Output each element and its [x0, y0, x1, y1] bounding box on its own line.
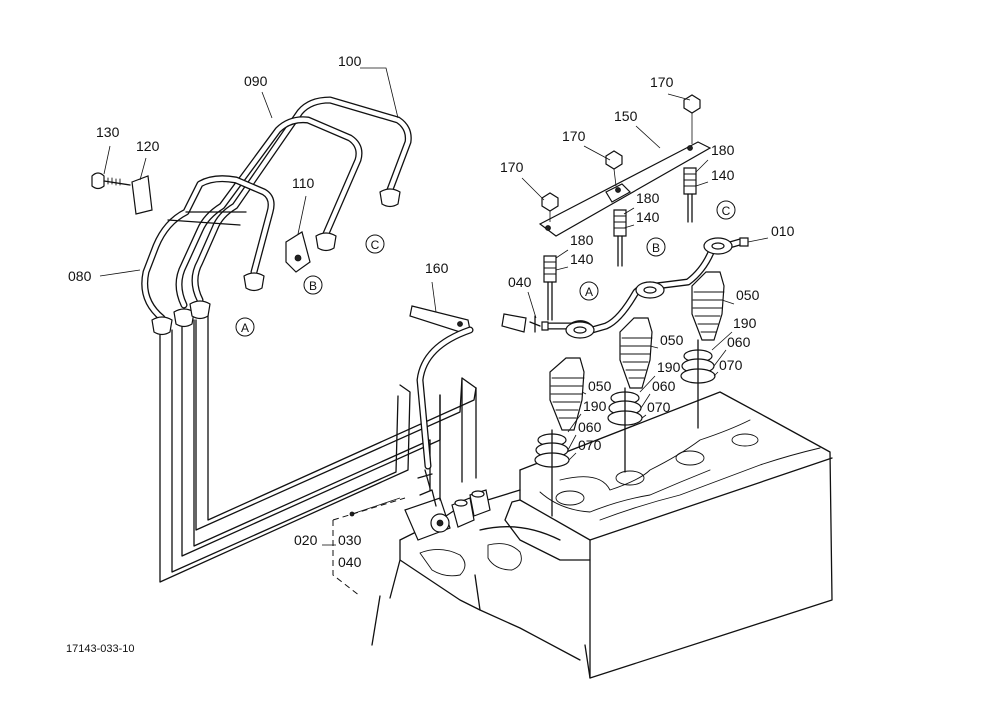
marker-circle: [235, 317, 255, 337]
injection-pipes-upper: [141, 96, 412, 336]
marker-letter: B: [652, 241, 660, 255]
part-callout-070: 070: [647, 399, 671, 415]
marker-letter: C: [371, 238, 380, 252]
marker-circle: [303, 275, 323, 295]
part-callout-040: 040: [508, 274, 532, 290]
pump-bracket-outline: [332, 497, 406, 597]
part-callout-060: 060: [727, 334, 751, 350]
marker-letter: A: [585, 285, 593, 299]
part-callout-190: 190: [657, 359, 681, 375]
part-callout-110: 110: [292, 175, 315, 191]
part-callout-170: 170: [562, 128, 586, 144]
part-callout-190: 190: [583, 398, 607, 414]
part-callout-180: 180: [636, 190, 660, 206]
part-callout-140: 140: [711, 167, 735, 183]
part-callout-060: 060: [652, 378, 676, 394]
engine-cylinder-head: [371, 391, 833, 679]
part-callout-070: 070: [719, 357, 743, 373]
part-callout-170: 170: [500, 159, 524, 175]
marker-circle: [716, 200, 736, 220]
connection-marker-a: A: [235, 317, 255, 337]
marker-circle: [365, 234, 385, 254]
callout-leaders: [99, 67, 769, 546]
fuel-return-hose: [409, 305, 541, 470]
part-callout-180: 180: [711, 142, 735, 158]
pipe-clamps: [91, 172, 311, 273]
glow-plug-lead-plate: [538, 94, 712, 237]
part-callout-040: 040: [338, 554, 362, 570]
marker-letter: C: [722, 204, 731, 218]
part-callout-010: 010: [771, 223, 795, 239]
part-callout-140: 140: [570, 251, 594, 267]
part-callout-120: 120: [136, 138, 160, 154]
part-callout-050: 050: [736, 287, 760, 303]
marker-circle: [579, 281, 599, 301]
part-callout-160: 160: [425, 260, 449, 276]
fuel-overflow-pipe: [541, 237, 749, 339]
diagram-reference-code: 17143-033-10: [66, 643, 135, 655]
glow-plugs: [543, 167, 697, 321]
part-callout-180: 180: [570, 232, 594, 248]
part-callout-070: 070: [578, 437, 602, 453]
part-callout-090: 090: [244, 73, 268, 89]
injection-nozzles: [534, 271, 725, 517]
connection-markers: C B A A B C: [235, 200, 736, 337]
part-callout-150: 150: [614, 108, 638, 124]
connection-marker-c: C: [365, 234, 385, 254]
connection-marker-b: B: [646, 237, 666, 257]
part-callout-060: 060: [578, 419, 602, 435]
connection-marker-a: A: [579, 281, 599, 301]
part-callout-020: 020: [294, 532, 318, 548]
connection-marker-c: C: [716, 200, 736, 220]
part-callout-190: 190: [733, 315, 757, 331]
part-callout-050: 050: [660, 332, 684, 348]
part-callout-030: 030: [338, 532, 362, 548]
callout-numbers: 100 090 130 120 110 080 160 040 170 150 170 170 180 1…: [68, 53, 795, 570]
part-callout-140: 140: [636, 209, 660, 225]
fuel-pipe-lower-routing: [159, 314, 477, 583]
part-callout-170: 170: [650, 74, 674, 90]
part-callout-100: 100: [338, 53, 362, 69]
injection-pump-delivery-valves: [404, 469, 491, 541]
marker-circle: [646, 237, 666, 257]
part-callout-130: 130: [96, 124, 120, 140]
part-callout-050: 050: [588, 378, 612, 394]
marker-letter: B: [309, 279, 317, 293]
part-callout-080: 080: [68, 268, 92, 284]
connection-marker-b: B: [303, 275, 323, 295]
marker-letter: A: [241, 321, 249, 335]
